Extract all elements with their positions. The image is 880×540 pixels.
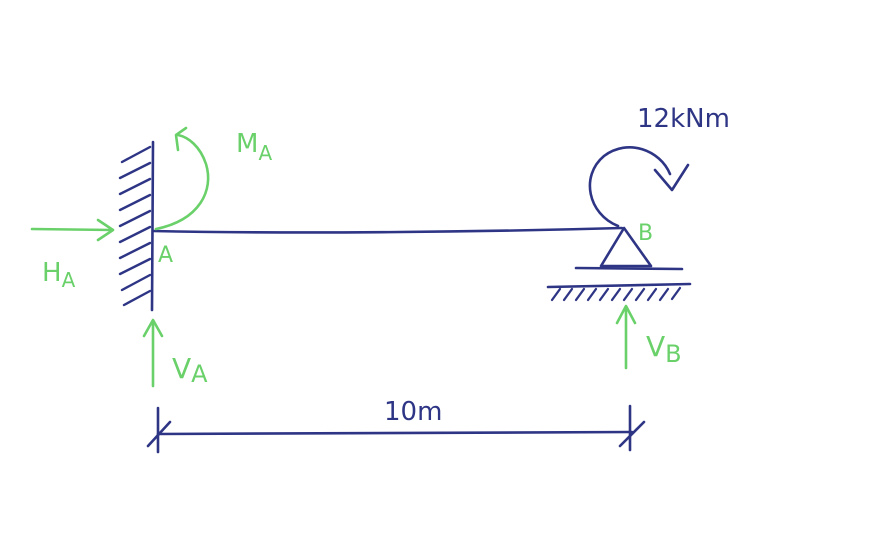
dimension-slash-right [618,420,646,448]
va-label: VA [172,352,208,388]
node-b-label: B [638,221,653,246]
wall-line [150,140,155,312]
ha-sub: A [62,268,76,292]
applied-moment-label: 12kNm [637,104,730,134]
dimension-line [146,404,646,454]
vb-label: VB [646,330,682,368]
dimension-slash-left [146,420,172,448]
moment-arc [588,146,672,228]
va-sub: A [191,360,208,388]
va-arrow [142,318,164,388]
ma-arc [154,133,210,231]
ma-main: M [236,129,258,159]
vb-main: V [646,330,665,363]
applied-moment-arrow [588,146,690,228]
ha-arrow [30,218,115,242]
beam-line [151,226,624,234]
ha-main: H [42,258,62,288]
wall-hatching [118,145,152,307]
pin-support-b [546,226,692,302]
ha-arrowhead [96,218,115,242]
ma-arrow [154,126,210,231]
moment-arrowhead [653,163,690,192]
ha-shaft [30,227,114,232]
va-main: V [172,352,191,385]
fixed-support-wall [118,140,155,312]
vb-arrowhead [615,304,637,325]
dimension-main [156,430,634,436]
ground-hatching [550,286,682,302]
ha-label: HA [42,258,76,292]
vb-arrow [615,304,637,370]
ma-arrowhead [174,126,188,152]
ma-sub: A [258,141,272,165]
ground-line [546,282,692,289]
node-a-label: A [158,243,173,268]
ma-label: MA [236,129,272,165]
support-base-line [574,266,684,271]
support-triangle [599,226,653,268]
vb-sub: B [665,340,681,368]
va-arrowhead [142,318,164,338]
span-label: 10m [384,397,442,427]
